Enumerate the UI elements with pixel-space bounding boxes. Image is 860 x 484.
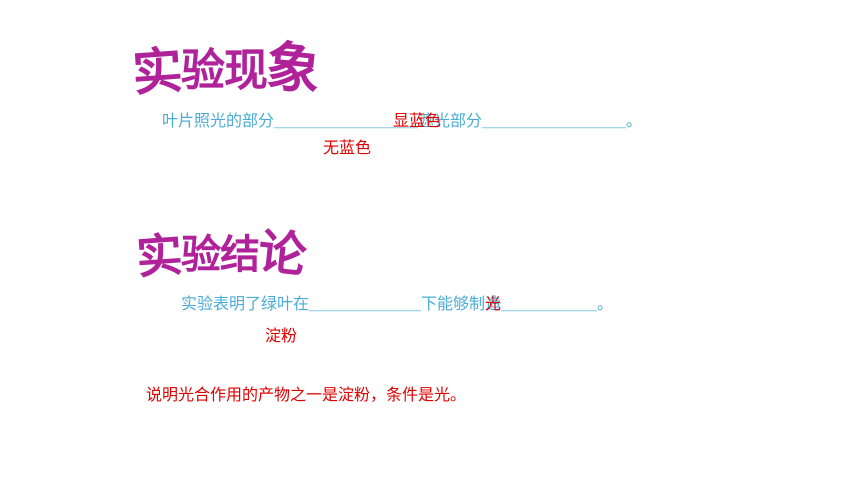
observation-sentence: 叶片照光的部分＿＿＿＿＿＿＿＿＿遮光部分＿＿＿＿＿＿＿＿＿。: [162, 111, 643, 130]
heading-char: 象: [263, 33, 323, 103]
heading-char: 实: [134, 227, 184, 285]
observation-heading: 实验现象: [131, 22, 323, 102]
observation-answer-shaded: 无蓝色: [323, 138, 372, 157]
heading-char: 验: [181, 45, 225, 96]
heading-char: 实: [130, 40, 184, 103]
conclusion-answer-condition: 光: [485, 294, 502, 313]
conclusion-answer-product: 淀粉: [265, 326, 298, 345]
heading-char: 现: [224, 45, 268, 96]
summary-note: 说明光合作用的产物之一是淀粉，条件是光。: [146, 385, 467, 404]
conclusion-sentence: 实验表明了绿叶在＿＿＿＿＿＿＿下能够制造＿＿＿＿＿＿。: [181, 294, 614, 313]
heading-char: 结: [220, 231, 260, 278]
heading-char: 验: [181, 231, 221, 278]
heading-char: 论: [255, 223, 309, 285]
observation-answer-lit: 显蓝色: [393, 111, 442, 130]
conclusion-heading: 实验结论: [135, 212, 308, 285]
